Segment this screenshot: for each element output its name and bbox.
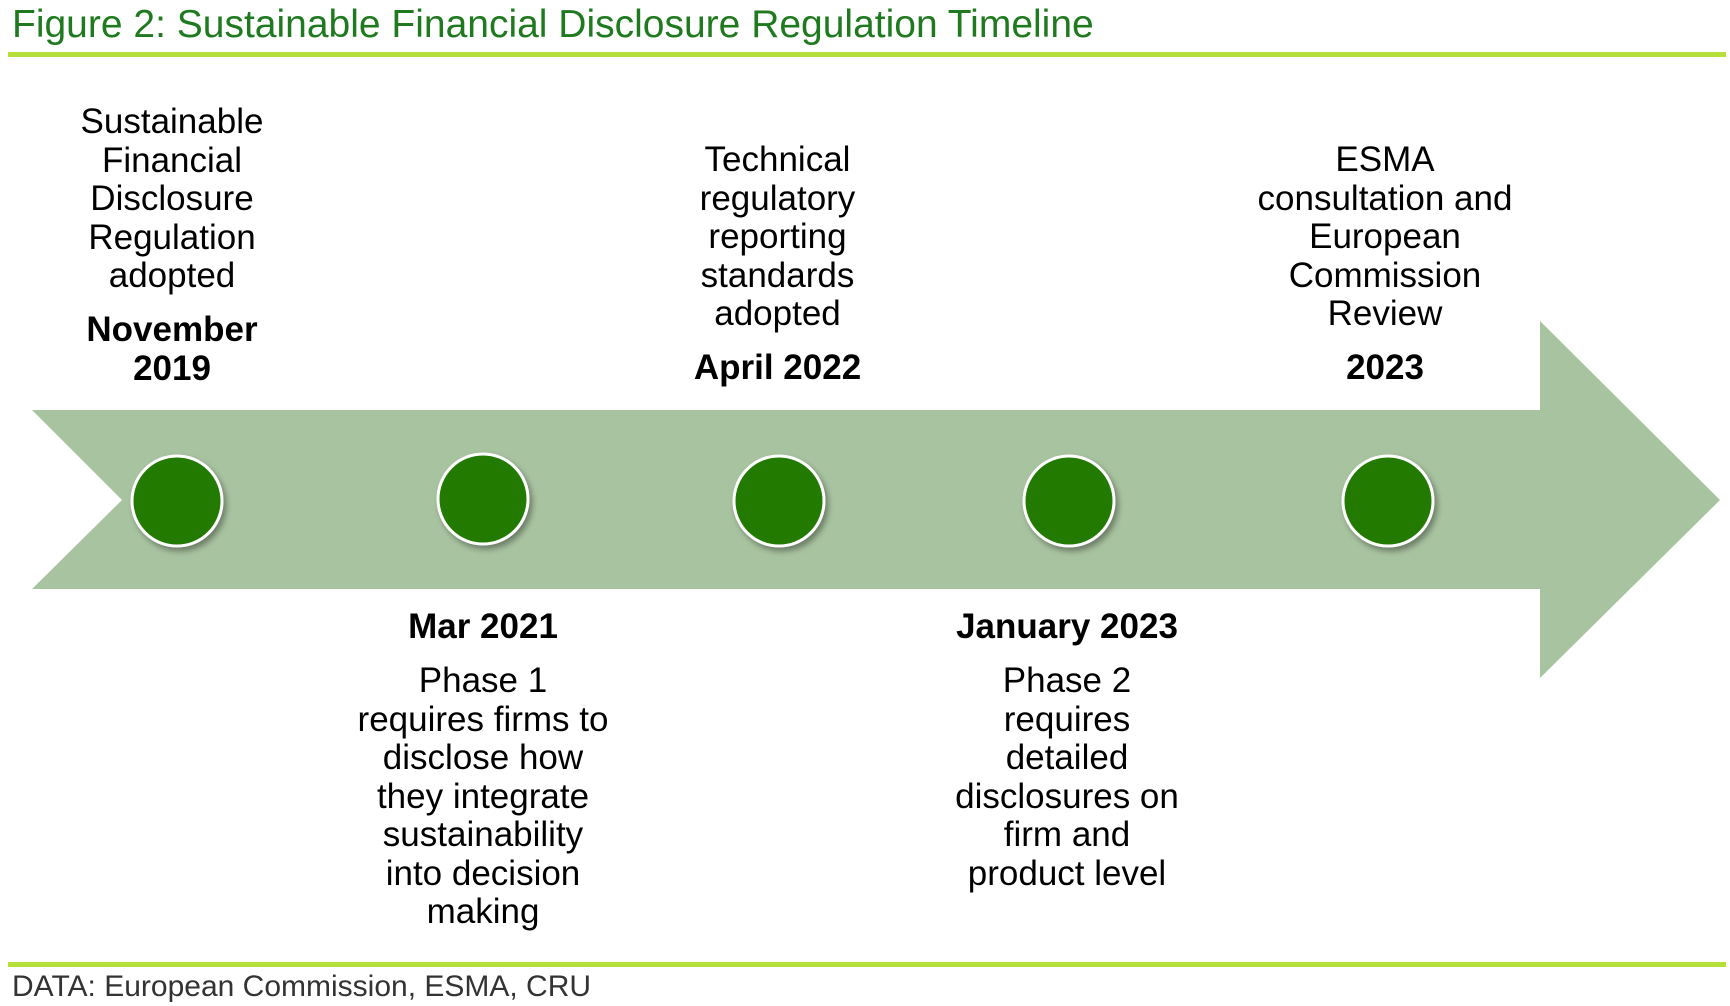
figure-title: Figure 2: Sustainable Financial Disclosu… bbox=[12, 3, 1094, 46]
data-source: DATA: European Commission, ESMA, CRU bbox=[12, 970, 592, 1003]
event-date-2: Mar 2021 bbox=[408, 607, 558, 646]
event-description-2: Phase 1 requires firms to disclose how t… bbox=[357, 661, 609, 931]
event-date-4: January 2023 bbox=[956, 607, 1178, 646]
event-date-1: November 2019 bbox=[86, 310, 258, 388]
event-description-5: ESMA consultation and European Commissio… bbox=[1257, 140, 1513, 333]
timeline-marker-4 bbox=[1022, 454, 1116, 548]
bottom-rule bbox=[8, 962, 1726, 967]
timeline-marker-3 bbox=[732, 454, 826, 548]
event-description-1: Sustainable Financial Disclosure Regulat… bbox=[80, 102, 264, 295]
timeline-marker-1 bbox=[130, 454, 224, 548]
timeline-arrow bbox=[32, 321, 1720, 678]
top-rule bbox=[8, 52, 1726, 57]
timeline-marker-5 bbox=[1341, 454, 1435, 548]
event-description-4: Phase 2 requires detailed disclosures on… bbox=[955, 661, 1179, 893]
event-description-3: Technical regulatory reporting standards… bbox=[699, 140, 856, 333]
event-date-3: April 2022 bbox=[693, 348, 862, 387]
event-date-5: 2023 bbox=[1346, 348, 1424, 387]
timeline-marker-2 bbox=[436, 452, 530, 546]
